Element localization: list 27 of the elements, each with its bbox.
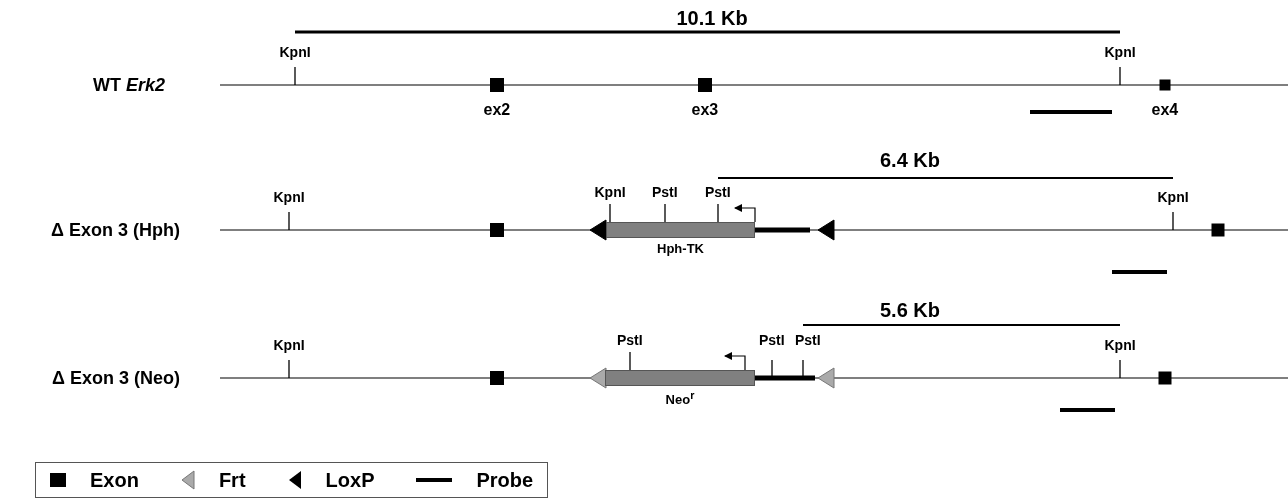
- exon-label: ex2: [483, 102, 511, 118]
- row-label: Δ Exon 3 (Hph): [51, 221, 180, 239]
- legend-text: Frt: [218, 468, 246, 492]
- restriction-site-label: PstI: [652, 185, 678, 199]
- restriction-site-label: PstI: [705, 185, 731, 199]
- restriction-site-label: KpnI: [279, 45, 311, 59]
- exon-label: ex3: [691, 102, 719, 118]
- legend-text: Probe: [476, 468, 534, 492]
- restriction-site-label: PstI: [759, 333, 785, 347]
- legend-text: Exon: [90, 468, 139, 492]
- restriction-site-label: KpnI: [594, 185, 626, 199]
- cassette-label: Neo$^{r}$: [665, 390, 695, 407]
- fragment-size-label: 6.4 Kb: [880, 150, 941, 170]
- exon-label: ex4: [1151, 102, 1179, 118]
- fragment-size-label: 10.1 Kb: [676, 8, 748, 28]
- fragment-size-label: 5.6 Kb: [880, 300, 941, 320]
- restriction-site-label: KpnI: [273, 190, 305, 204]
- row-label: Δ Exon 3 (Neo): [52, 369, 180, 387]
- restriction-site-label: KpnI: [1157, 190, 1189, 204]
- restriction-site-label: KpnI: [1104, 338, 1136, 352]
- cassette-label: Hph-TK: [657, 242, 704, 255]
- restriction-site-label: KpnI: [273, 338, 305, 352]
- restriction-site-label: KpnI: [1104, 45, 1136, 59]
- restriction-site-label: PstI: [795, 333, 821, 347]
- legend-text: LoxP: [325, 468, 375, 492]
- restriction-site-label: PstI: [617, 333, 643, 347]
- row-label: WT Erk2: [93, 76, 166, 94]
